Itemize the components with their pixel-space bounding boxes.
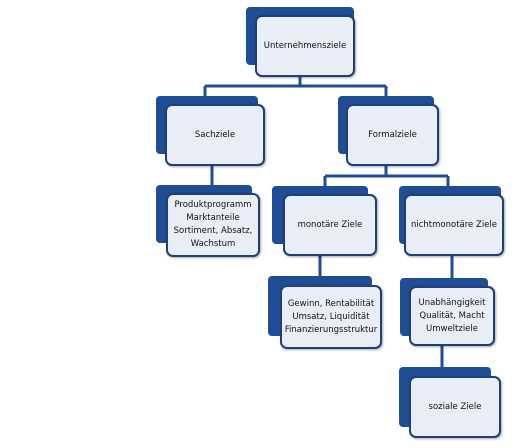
detail-line: Marktanteile	[186, 213, 240, 223]
node-label-soziale-ziele: soziale Ziele	[428, 401, 482, 412]
node-label-monetaere-ziele: monotäre Ziele	[297, 219, 363, 230]
detail-line: Sortiment, Absatz,	[173, 226, 253, 236]
detail-line: Wachstum	[190, 239, 236, 249]
detail-line: Unabhängigkeit	[418, 297, 486, 308]
node-label-sachziele: Sachziele	[194, 129, 236, 140]
connector-formalziele	[323, 162, 450, 188]
node-label-unternehmensziele: Unternehmensziele	[263, 40, 347, 51]
detail-line: Finanzierungsstruktur	[284, 324, 378, 335]
node-label-nichtmonetaere-ziele: nichtmonotäre Ziele	[411, 219, 497, 230]
detail-line: Umsatz, Liquidität	[292, 311, 370, 322]
detail-line: Umweltziele	[425, 323, 479, 334]
detail-line: Qualität, Macht	[419, 310, 485, 321]
detail-line: Gewinn, Rentabilität	[287, 298, 375, 309]
connector-root	[203, 76, 388, 98]
detail-line: Produktprogramm	[174, 200, 252, 210]
node-label-formalziele: Formalziele	[368, 129, 417, 140]
